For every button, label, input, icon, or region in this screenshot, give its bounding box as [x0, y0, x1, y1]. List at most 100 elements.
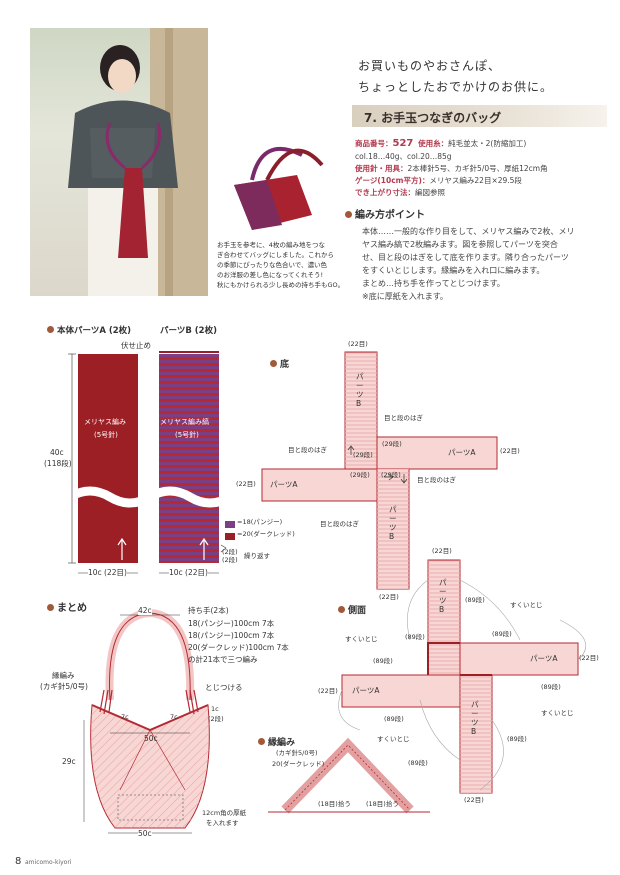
width-b: 10c (22目)	[169, 568, 208, 577]
side-part-a-right	[459, 642, 579, 676]
m2rows: (2段)	[208, 715, 224, 723]
width-50-bottom: 50c	[138, 829, 152, 838]
bottom-part-a-right	[376, 436, 498, 470]
side-sukui-4: すくいとじ	[377, 735, 410, 743]
rows-2b: (2段)	[222, 556, 238, 564]
side-top-count: (22目)	[432, 547, 452, 555]
break-wave	[67, 486, 233, 508]
legend-swatch-purple	[225, 521, 235, 528]
photo-woman	[30, 28, 208, 296]
height-label: 40c	[50, 448, 64, 457]
bag-handle	[105, 608, 195, 701]
attach-label: とじつける	[205, 683, 243, 692]
edge-label-1: 縁編み	[52, 671, 75, 680]
card-label-2: を入れます	[206, 819, 239, 827]
bottom-r29a: (29段)	[353, 451, 373, 459]
side-part-b-2-label: パーツB	[471, 700, 479, 736]
side-r89-4: (89段)	[373, 657, 393, 665]
part-a-swatch	[78, 354, 138, 563]
bottom-r29d: (29段)	[381, 471, 401, 479]
part-a-knit-1: メリヤス編み	[84, 418, 126, 426]
bottom-part-b-1-label: パーツB	[356, 372, 364, 408]
spec-colors: col.18…40g、col.20…85g	[355, 152, 452, 161]
side-bottom-count: (22目)	[464, 796, 484, 804]
edging-chart	[281, 737, 414, 814]
side-r89-7: (89段)	[507, 735, 527, 743]
spec-product: 商品番号：527 使用糸：純毛並太・2(防縮加工)	[355, 138, 527, 149]
part-b-knit-1: メリヤス編み縞	[160, 418, 209, 426]
side-part-b-1-label: パーツB	[439, 578, 447, 614]
height-29: 29c	[62, 757, 76, 766]
bullet-icon	[47, 604, 54, 611]
bottom-right-count: (22目)	[500, 447, 520, 455]
handle-1: 18(パンジー)100cm 7本	[188, 619, 275, 628]
bottom-left-count: (22目)	[236, 480, 256, 488]
spec-size: でき上がり寸法：編図参照	[355, 188, 445, 197]
bottom-seam-4: 目と段のはぎ	[320, 520, 359, 528]
title-band: 7. お手玉つなぎのバッグ	[352, 105, 607, 127]
side-r89-8: (89段)	[408, 759, 428, 767]
bag-photo-illustration	[234, 146, 324, 230]
bottom-bottom-count: (22目)	[379, 593, 399, 601]
bottom-part-b-2-label: パーツB	[389, 505, 397, 541]
side-r89-6: (89段)	[384, 715, 404, 723]
assembly-heading: まとめ	[47, 603, 87, 615]
parts-b-heading: パーツB (2枚)	[160, 326, 217, 336]
photo-bag	[212, 125, 332, 235]
rows-2: (2段)	[222, 548, 238, 556]
edging-pick-left: (18目)拾う	[318, 800, 351, 808]
handles-title: 持ち手(2本)	[188, 606, 229, 615]
side-left-count: (22目)	[318, 687, 338, 695]
bullet-icon	[47, 326, 54, 333]
parts-heading: 本体パーツA (2枚)	[47, 326, 131, 336]
bullet-icon	[345, 211, 352, 218]
width-a: 10c (22目)	[88, 568, 127, 577]
handle-4: の計21本で三つ編み	[188, 655, 258, 664]
part-a-knit-2: (5号針)	[94, 431, 118, 439]
side-sukui-1: すくいとじ	[510, 601, 543, 609]
m7c-left: 7c	[121, 713, 129, 721]
cardboard-insert	[117, 794, 184, 821]
side-right-count: (22目)	[579, 654, 599, 662]
bottom-part-a-left-label: パーツA	[270, 480, 298, 489]
footer-brand: amicomo-kiyori	[25, 859, 72, 866]
side-r89-2: (89段)	[405, 633, 425, 641]
card-label-1: 12cm角の厚紙	[202, 809, 247, 817]
side-r89-3: (89段)	[492, 630, 512, 638]
bullet-icon	[258, 738, 265, 745]
legend-purple: =18(パンジー)	[237, 518, 283, 526]
edging-hook: (カギ針5/0号)	[276, 749, 318, 757]
bullet-icon	[270, 360, 277, 367]
handle-length: 42c	[138, 606, 152, 615]
bottom-r29c: (29段)	[350, 471, 370, 479]
edging-color: 20(ダークレッド)	[272, 760, 325, 768]
side-r89-5: (89段)	[541, 683, 561, 691]
handle-2: 18(パンジー)100cm 7本	[188, 631, 275, 640]
bottom-part-a-left	[261, 468, 383, 502]
side-heading: 側面	[338, 606, 366, 617]
legend-swatch-red	[225, 533, 235, 540]
repeat-label: 繰り返す	[244, 552, 270, 560]
bottom-seam-2: 目と段のはぎ	[288, 446, 327, 454]
points-heading: 編み方ポイント	[345, 210, 425, 222]
edging-pick-right: (18目)拾う	[366, 800, 399, 808]
tagline-1: お買いものやおさんぽ、	[358, 59, 502, 73]
side-part-a-right-label: パーツA	[530, 654, 558, 663]
side-sukui-3: すくいとじ	[541, 709, 574, 717]
bottom-part-a-right-label: パーツA	[448, 448, 476, 457]
edging-heading: 縁編み	[258, 738, 295, 749]
page-title: 7. お手玉つなぎのバッグ	[364, 111, 502, 125]
side-part-a-left-label: パーツA	[352, 686, 380, 695]
height-rows: (118段)	[44, 459, 72, 468]
bottom-r29b: (29段)	[382, 440, 402, 448]
side-r89-1: (89段)	[465, 596, 485, 604]
handle-3: 20(ダークレッド)100cm 7本	[188, 643, 289, 652]
bullet-icon	[338, 606, 345, 613]
m7c-right: 7c	[170, 713, 178, 721]
bottom-seam-3: 目と段のはぎ	[417, 476, 456, 484]
width-50-top: 50c	[144, 734, 158, 743]
m1c: 1c	[211, 705, 219, 713]
legend-red: =20(ダークレッド)	[237, 530, 295, 538]
bottom-heading: 底	[270, 360, 289, 371]
